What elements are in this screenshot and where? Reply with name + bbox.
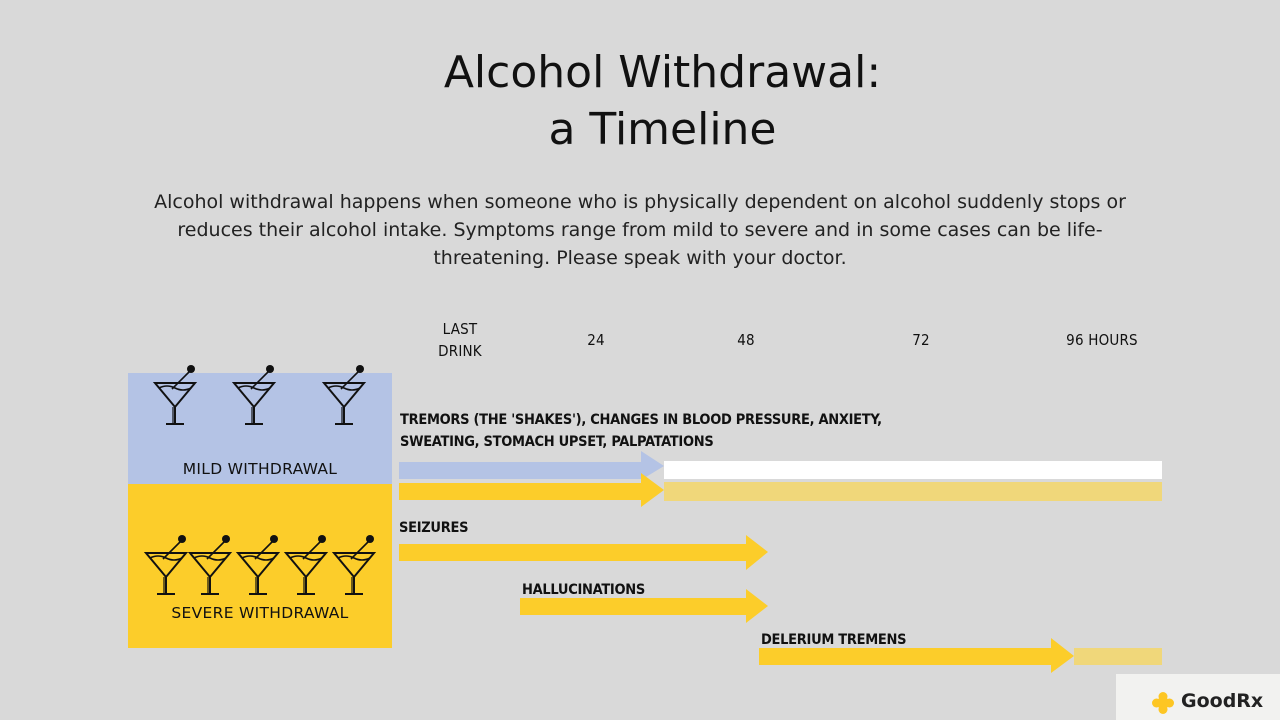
header-96-hours: 96 HOURS [1066,331,1138,349]
header-72: 72 [912,331,930,349]
mild-withdrawal-panel: MILD WITHDRAWAL [128,365,392,484]
page-title: Alcohol Withdrawal: a Timeline [0,44,1280,158]
mild-withdrawal-label: MILD WITHDRAWAL [182,460,338,478]
intro-paragraph: Alcohol withdrawal happens when someone … [154,191,1126,269]
plus-cross-icon [1152,692,1174,714]
title-line-2: a Timeline [548,104,777,155]
header-last-drink-line2: DRINK [438,342,482,360]
hallucinations-bar [520,598,747,615]
mild-symptoms-line2: SWEATING, STOMACH UPSET, PALPATATIONS [400,434,714,450]
severe-martini-glass-icon [141,529,191,603]
seizures-label: SEIZURES [399,520,469,536]
header-last-drink-line1: LAST [442,320,478,338]
hallucinations-arrowhead [746,589,768,623]
mild-bar [399,462,641,479]
mild-martini-glass-icon [319,359,369,433]
severe-bar [399,483,641,500]
severe-martini-glass-icon [281,529,331,603]
mild-martini-glass-icon [150,359,200,433]
goodrx-logo: GoodRx [1116,674,1280,720]
seizures-arrowhead [746,535,768,570]
severe-bar-continuation [664,482,1162,501]
delerium-tremens-label: DELERIUM TREMENS [761,632,907,648]
seizures-bar [399,544,747,561]
header-last-drink: LAST DRINK [420,318,500,362]
mild-bar-continuation [664,461,1162,479]
header-48: 48 [737,331,755,349]
goodrx-logo-text: GoodRx [1181,690,1264,712]
delerium-bar [759,648,1052,665]
severe-martini-glass-icon [233,529,283,603]
severe-withdrawal-label: SEVERE WITHDRAWAL [171,604,349,622]
mild-symptoms-label: TREMORS (THE 'SHAKES'), CHANGES IN BLOOD… [400,409,882,453]
severe-martini-glass-icon [185,529,235,603]
mild-arrowhead [641,451,664,480]
severe-withdrawal-panel: SEVERE WITHDRAWAL [128,484,392,648]
title-line-1: Alcohol Withdrawal: [443,47,882,98]
mild-symptoms-line1: TREMORS (THE 'SHAKES'), CHANGES IN BLOOD… [400,412,882,428]
severe-martini-glass-icon [329,529,379,603]
header-24: 24 [587,331,605,349]
mild-martini-glass-icon [229,359,279,433]
delerium-arrowhead [1051,638,1074,673]
hallucinations-label: HALLUCINATIONS [522,582,645,598]
severe-arrowhead [641,473,664,507]
delerium-bar-continuation [1074,648,1162,665]
